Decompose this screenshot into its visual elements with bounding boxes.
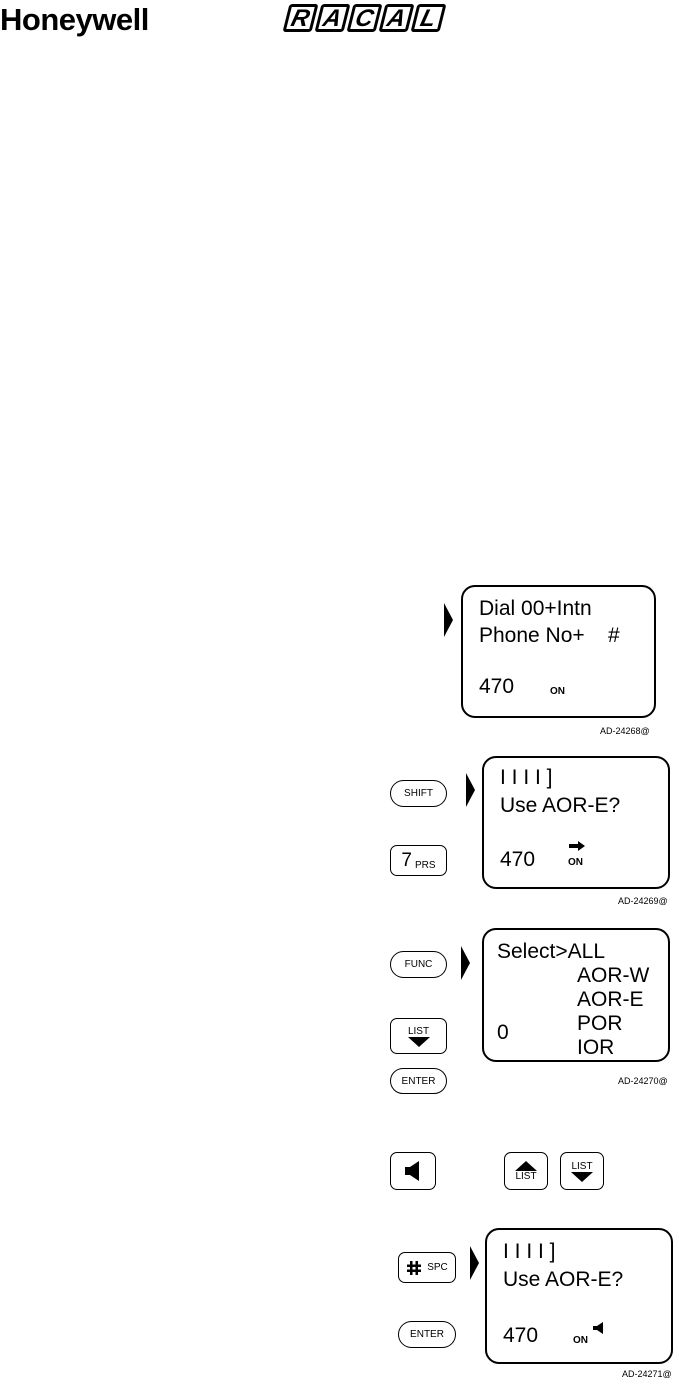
enter-button[interactable]: ENTER (390, 1068, 447, 1094)
lcd-number: 470 (479, 675, 514, 699)
status-on-label: ON (573, 1335, 588, 1346)
lcd-display: I I I I ] Use AOR-E? 470 ON (482, 756, 670, 889)
status-on-label: ON (568, 857, 583, 868)
list-key-label: LIST (515, 1171, 536, 1182)
figure-id: AD-24268@ (600, 726, 650, 736)
seven-key-label: 7 (401, 850, 412, 872)
lcd-line: Select>ALL (497, 940, 605, 964)
enter-key-label: ENTER (402, 1076, 436, 1087)
lcd-line: I I I I ] (503, 1240, 556, 1264)
lcd-line: AOR-E (577, 988, 644, 1012)
list-up-button[interactable]: LIST (504, 1152, 548, 1190)
lcd-line: Use AOR-E? (503, 1268, 623, 1292)
lcd-line: I I I I ] (500, 766, 553, 790)
honeywell-logo: Honeywell (0, 2, 149, 38)
list-key-label: LIST (408, 1026, 429, 1037)
func-key-label: FUNC (405, 959, 433, 970)
prs-key-label: PRS (415, 860, 436, 871)
racal-logo: R A C A L (283, 4, 447, 32)
figure-id: AD-24269@ (618, 896, 668, 906)
racal-logo-letter: A (315, 4, 351, 32)
lcd-display: Select>ALL AOR-W AOR-E POR IOR 0 (482, 928, 670, 1062)
triangle-down-icon (571, 1172, 593, 1182)
enter-button[interactable]: ENTER (398, 1321, 456, 1348)
pointer-icon (444, 603, 453, 637)
list-key-label: LIST (571, 1161, 592, 1172)
enter-key-label: ENTER (410, 1329, 444, 1340)
spc-key-label: SPC (427, 1262, 448, 1273)
pointer-icon (470, 1246, 479, 1280)
lcd-number: 0 (497, 1021, 509, 1045)
status-on-label: ON (550, 686, 565, 697)
figure-id: AD-24270@ (618, 1076, 668, 1086)
racal-logo-letter: A (379, 4, 415, 32)
pointer-icon (461, 946, 470, 980)
racal-logo-letter: C (347, 4, 383, 32)
lcd-line: POR (577, 1012, 623, 1036)
lcd-line: Dial 00+Intn (479, 597, 592, 621)
hash-icon (406, 1260, 422, 1276)
arrow-right-icon (568, 841, 586, 851)
lcd-line: Use AOR-E? (500, 794, 620, 818)
list-down-button[interactable]: LIST (390, 1018, 447, 1054)
triangle-up-icon (515, 1161, 537, 1171)
racal-logo-letter: L (411, 4, 447, 32)
list-down-button[interactable]: LIST (560, 1152, 604, 1190)
shift-button[interactable]: SHIFT (390, 780, 447, 807)
hash-spc-button[interactable]: SPC (398, 1252, 456, 1283)
lcd-display: I I I I ] Use AOR-E? 470 ON (485, 1228, 673, 1364)
shift-key-label: SHIFT (404, 788, 433, 799)
figure-id: AD-24271@ (622, 1369, 672, 1379)
speaker-icon (404, 1161, 422, 1181)
triangle-down-icon (408, 1037, 430, 1047)
func-button[interactable]: FUNC (390, 951, 447, 978)
lcd-number: 470 (503, 1324, 538, 1348)
pointer-icon (466, 773, 475, 807)
seven-prs-button[interactable]: 7 PRS (390, 845, 447, 876)
speaker-icon (593, 1322, 605, 1334)
lcd-line: IOR (574, 1036, 617, 1060)
speaker-button[interactable] (390, 1152, 436, 1190)
lcd-line: Phone No+ # (479, 624, 620, 648)
racal-logo-letter: R (283, 4, 319, 32)
lcd-number: 470 (500, 848, 535, 872)
lcd-display: Dial 00+Intn Phone No+ # 470 ON (461, 585, 656, 718)
lcd-line: AOR-W (577, 964, 649, 988)
